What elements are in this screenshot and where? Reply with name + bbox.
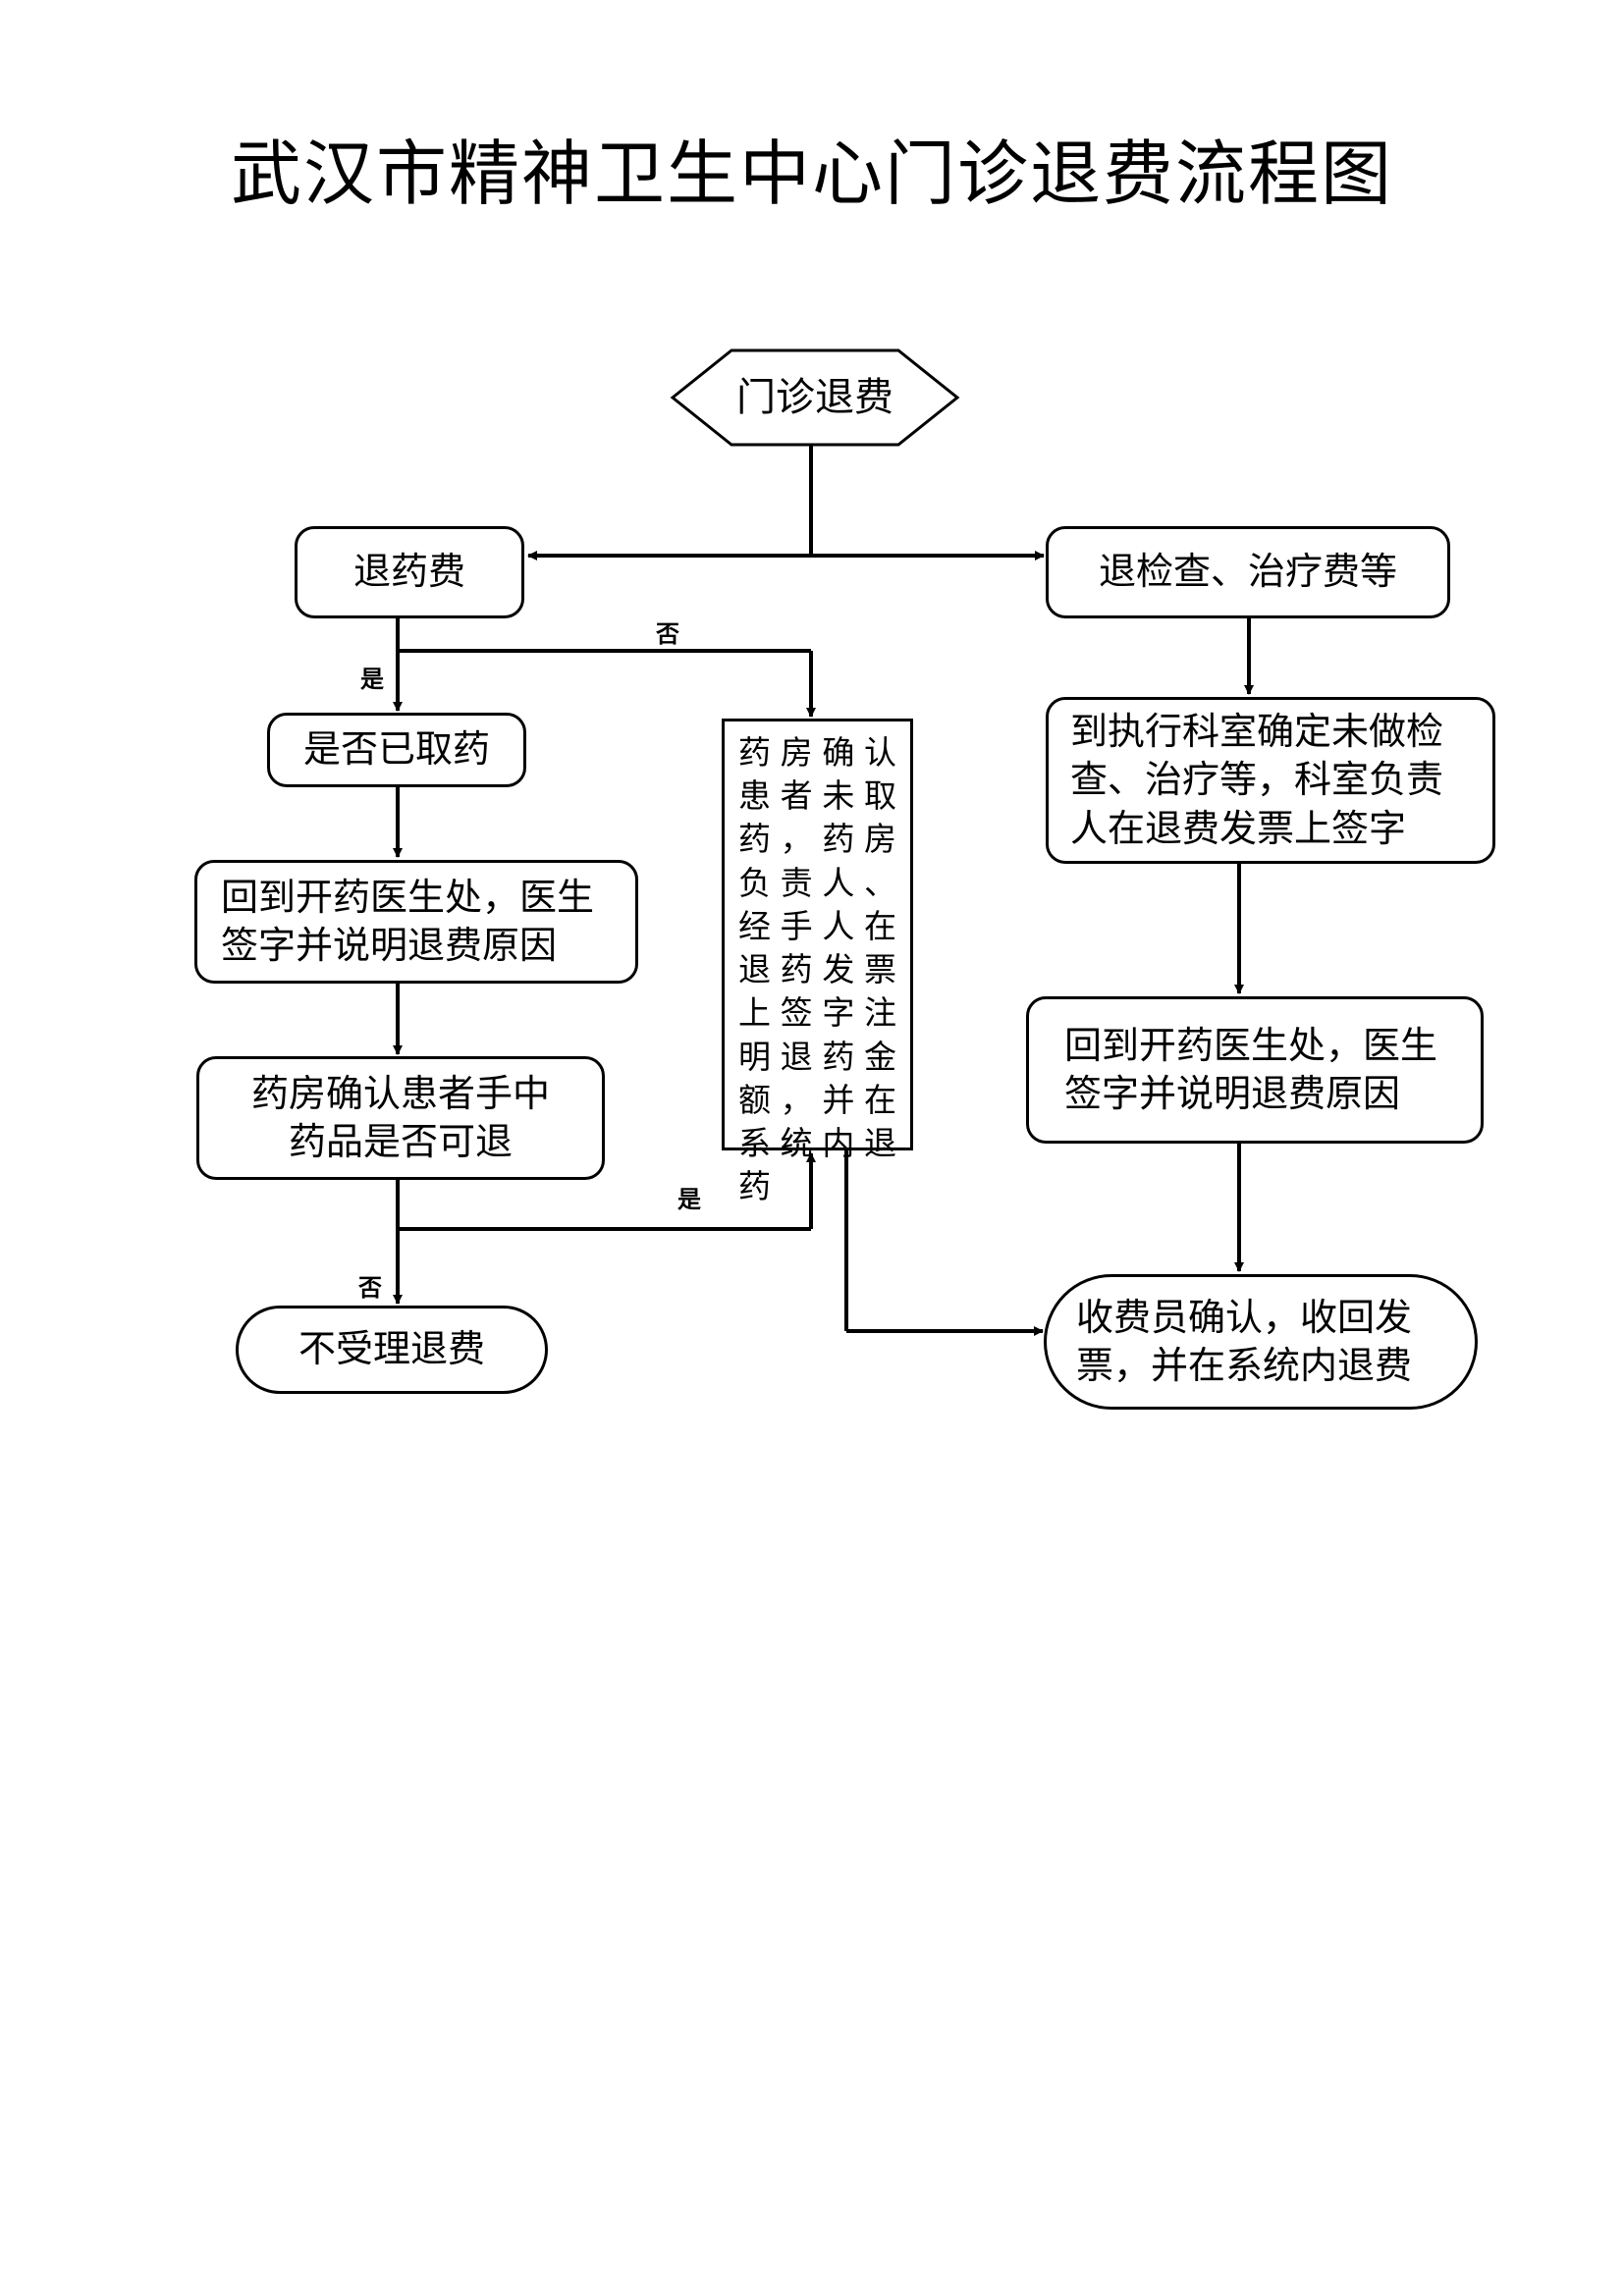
page-title: 武汉市精神卫生中心门诊退费流程图 [230, 133, 1393, 215]
edge-label-no-bottom: 否 [358, 1273, 382, 1302]
dept-confirm-node: 到执行科室确定未做检查、治疗等，科室负责人在退费发票上签字 [1046, 697, 1495, 864]
cashier-node: 收费员确认，收回发票，并在系统内退费 [1044, 1274, 1478, 1410]
edge-label-no-top: 否 [656, 619, 679, 648]
doctor-sign-left-node: 回到开药医生处，医生签字并说明退费原因 [194, 860, 638, 984]
start-hexagon [670, 348, 960, 447]
pharmacy-confirm-node: 药房确认患者未取药，药房负责人、经手人在退药发票上签字注明退药金额，并在系统内退… [722, 719, 913, 1205]
doctor-sign-right-node: 回到开药医生处，医生签字并说明退费原因 [1026, 996, 1484, 1144]
not-accept-node: 不受理退费 [236, 1306, 548, 1394]
drug-refund-node: 退药费 [295, 526, 524, 618]
pharmacy-check-node: 药房确认患者手中药品是否可退 [196, 1056, 605, 1180]
taken-question-node: 是否已取药 [267, 713, 526, 787]
edge-label-yes-returnable: 是 [677, 1185, 701, 1213]
start-node-label: 门诊退费 [736, 375, 893, 420]
edge-label-yes-taken: 是 [360, 665, 384, 693]
exam-refund-node: 退检查、治疗费等 [1046, 526, 1450, 618]
